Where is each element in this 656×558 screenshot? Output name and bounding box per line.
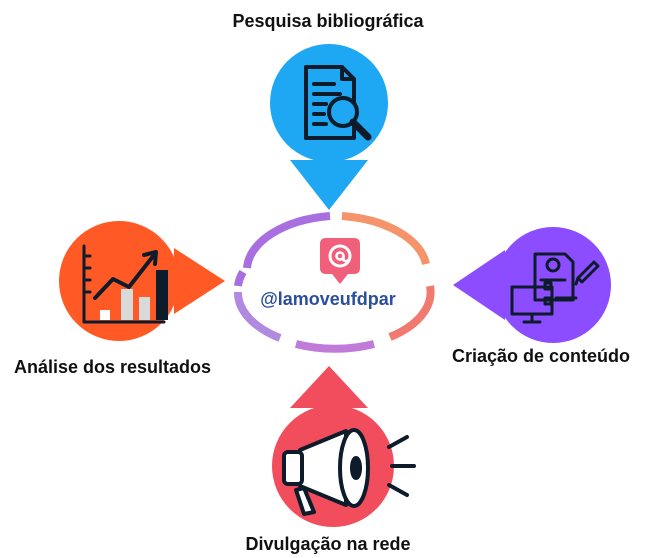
ring-segment-top-left [243, 212, 331, 269]
document-search-icon [304, 65, 372, 141]
ring-segment-bottom [295, 340, 375, 353]
design-monitor-icon [510, 252, 600, 324]
node-pesquisa-arrow [290, 160, 368, 210]
ring-segment-left [234, 269, 247, 287]
node-criacao-label: Criação de conteúdo [452, 346, 631, 366]
node-divulgacao-arrow [290, 366, 368, 408]
ring-segment-top-right [341, 212, 430, 266]
node-pesquisa-circle [270, 44, 388, 162]
center-ring [233, 212, 435, 353]
at-sign-message-icon [320, 238, 360, 284]
node-analise-label: Análise dos resultados [14, 357, 212, 377]
node-criacao-circle [495, 227, 611, 343]
node-criacao [453, 227, 611, 343]
node-analise-arrow [174, 248, 225, 314]
node-pesquisa [270, 44, 388, 210]
node-divulgacao [272, 366, 416, 527]
ring-segment-right [388, 285, 435, 341]
node-criacao-arrow [453, 250, 505, 320]
bar-chart-growth-icon [82, 244, 168, 324]
center-handle: @lamoveufdpar [260, 289, 396, 309]
ring-segment-bottom-left [233, 291, 282, 342]
megaphone-icon [282, 428, 416, 516]
node-analise [59, 221, 225, 341]
node-pesquisa-label: Pesquisa bibliográfica [232, 11, 424, 31]
node-divulgacao-label: Divulgação na rede [245, 534, 411, 554]
